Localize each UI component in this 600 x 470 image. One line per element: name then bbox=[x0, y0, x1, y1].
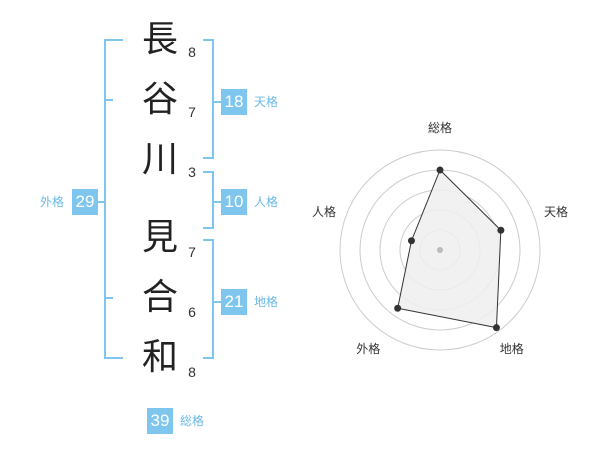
radar-point-2 bbox=[497, 226, 505, 234]
radar-point-3 bbox=[492, 324, 500, 332]
radar-point-5 bbox=[407, 237, 415, 245]
name-char-1: 長 bbox=[141, 19, 178, 60]
stroke-count-4: 7 bbox=[188, 244, 196, 260]
radar-grid-ring bbox=[339, 149, 541, 351]
radar-value-polygon bbox=[397, 169, 502, 329]
chikaku-bracket bbox=[203, 239, 214, 359]
stroke-count-3: 3 bbox=[188, 164, 196, 180]
radar-point-4 bbox=[394, 304, 402, 312]
stroke-count-5: 6 bbox=[188, 304, 196, 320]
jinkaku-badge: 10 bbox=[221, 189, 247, 215]
radar-axis-label-4: 外格 bbox=[356, 341, 381, 356]
name-char-5: 合 bbox=[141, 277, 178, 318]
radar-axis-label-1: 総格 bbox=[427, 121, 453, 135]
radar-center-dot bbox=[437, 247, 443, 253]
name-char-6: 和 bbox=[141, 337, 178, 378]
soukaku-label: 総格 bbox=[180, 414, 205, 428]
gaikaku-label: 外格 bbox=[40, 195, 65, 209]
stroke-count-1: 8 bbox=[188, 44, 196, 60]
radar-axis-label-2: 天格 bbox=[544, 205, 569, 220]
jinkaku-bracket bbox=[203, 171, 214, 229]
name-char-4: 見 bbox=[141, 217, 178, 258]
chikaku-label: 地格 bbox=[254, 295, 279, 309]
tenkaku-label: 天格 bbox=[254, 95, 279, 109]
chikaku-badge: 21 bbox=[221, 289, 247, 315]
radar-axis-label-3: 地格 bbox=[499, 341, 524, 356]
radar-axis-label-5: 人格 bbox=[311, 205, 336, 220]
tenkaku-bracket bbox=[203, 39, 214, 159]
jinkaku-label: 人格 bbox=[254, 195, 279, 209]
tenkaku-badge: 18 bbox=[221, 89, 247, 115]
gaikaku-bracket bbox=[104, 39, 123, 359]
soukaku-badge: 39 bbox=[147, 408, 173, 434]
stroke-count-2: 7 bbox=[188, 104, 196, 120]
name-char-3: 川 bbox=[141, 139, 178, 180]
radar-point-1 bbox=[436, 166, 444, 174]
stroke-count-6: 8 bbox=[188, 364, 196, 380]
gaikaku-badge: 29 bbox=[72, 189, 98, 215]
name-char-2: 谷 bbox=[141, 79, 178, 120]
